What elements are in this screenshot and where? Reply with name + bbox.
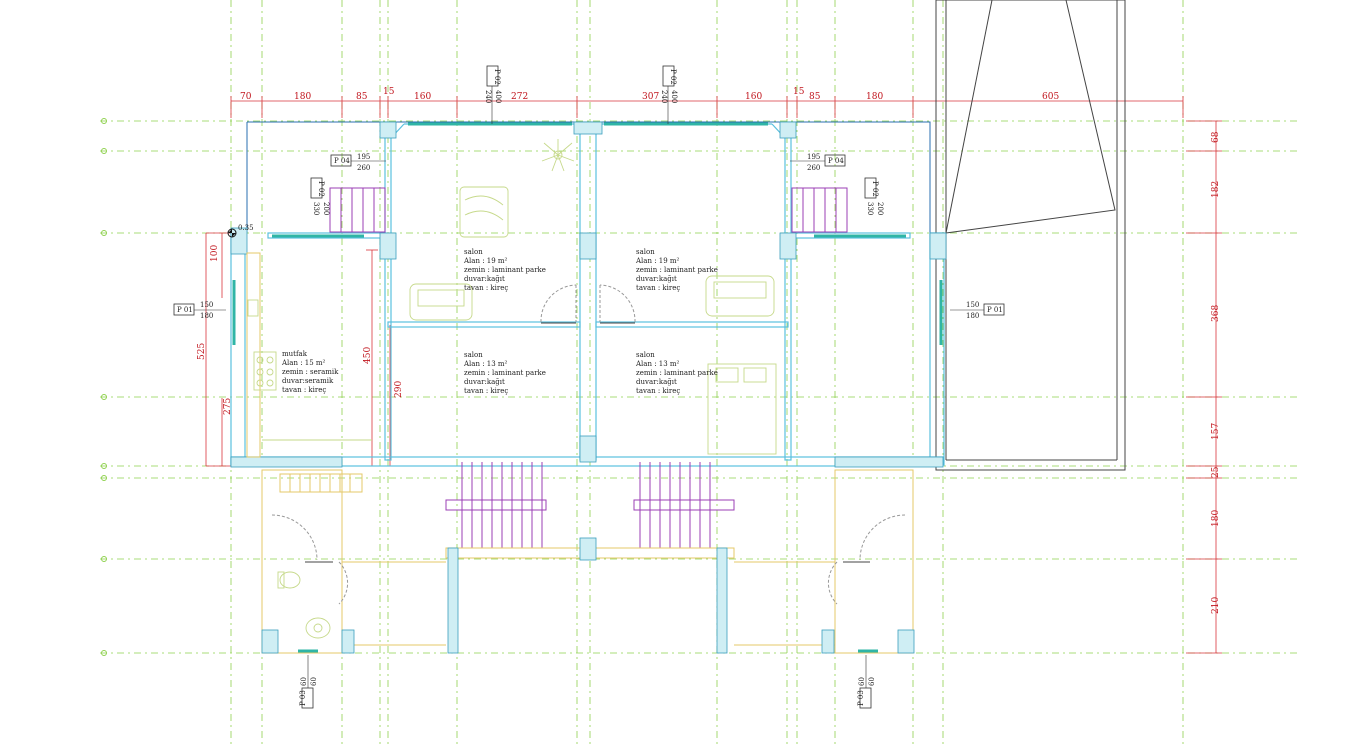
frac-195-left: 195 <box>357 153 370 161</box>
frac-240-left: 240 <box>484 90 492 103</box>
tag-p02-right: P 02 <box>669 69 677 85</box>
frac-w-left: 150 <box>200 301 213 309</box>
tag-p01-left: P 01 <box>177 306 193 314</box>
dim-top-3: 15 <box>383 87 395 97</box>
tag-p01-right: P 01 <box>987 306 1003 314</box>
dim-top-6: 307 <box>642 92 659 102</box>
dim-right-6: 210 <box>1211 597 1221 614</box>
opening-tags: P 01 150 180 P 01 150 180 P 04 195 260 P… <box>173 65 1005 709</box>
kitchen-label: mutfak Alan : 15 m² zemin : seramik duva… <box>281 350 341 394</box>
dim-top-10: 180 <box>866 92 883 102</box>
frac-60b-left: 60 <box>310 677 318 686</box>
frac-240-right: 240 <box>660 90 668 103</box>
left-dimension-lines: 100 525 450 275 290 <box>197 232 404 467</box>
frac-60a-left: 60 <box>300 677 308 686</box>
dim-top-0: 70 <box>240 92 252 102</box>
tag-p04-left: P 04 <box>334 157 350 165</box>
dim-left-0: 100 <box>210 245 220 262</box>
dim-right-5: 180 <box>1211 510 1221 527</box>
top-dimension-chain: 70 180 85 15 160 272 307 160 15 85 180 6… <box>230 87 1184 118</box>
level-value: 0.35 <box>238 224 254 232</box>
room-c-label: salon Alan : 13 m² zemin : laminant park… <box>463 351 548 395</box>
frac-400-left: 400 <box>494 90 502 103</box>
plant-icon <box>541 139 575 172</box>
tag-p02-stair-right: P 02 <box>871 181 879 197</box>
tag-p02-stair-left: P 02 <box>317 181 325 197</box>
frac-195-right: 195 <box>807 153 820 161</box>
furniture <box>409 139 777 455</box>
dim-left-4: 290 <box>394 381 404 398</box>
dim-left-3: 275 <box>223 398 233 415</box>
dim-top-9: 85 <box>809 92 821 102</box>
dim-right-1: 182 <box>1211 181 1221 198</box>
tag-p03-right: P 03 <box>857 690 865 706</box>
dim-right-4: 25 <box>1211 466 1221 478</box>
frac-400-right: 400 <box>670 90 678 103</box>
tag-p03-left: P 03 <box>299 690 307 706</box>
outer-walls <box>230 121 947 468</box>
dim-top-5: 272 <box>511 92 528 102</box>
dim-top-2: 85 <box>356 92 368 102</box>
roof-outline <box>935 0 1126 471</box>
room-d-label: salon Alan : 13 m² zemin : laminant park… <box>635 351 720 395</box>
room-labels: salon Alan : 19 m² zemin : laminant park… <box>281 248 720 395</box>
dim-top-8: 15 <box>793 87 805 97</box>
tag-p02-left: P 02 <box>493 69 501 85</box>
room-doors <box>540 284 636 324</box>
dim-left-2: 450 <box>363 347 373 364</box>
room-a-label: salon Alan : 19 m² zemin : laminant park… <box>463 248 548 292</box>
dim-top-11: 605 <box>1042 92 1059 102</box>
dim-top-1: 180 <box>294 92 311 102</box>
dim-right-2: 368 <box>1211 305 1221 322</box>
frac-60b-right: 60 <box>868 677 876 686</box>
lower-annex <box>261 469 915 654</box>
dim-top-7: 160 <box>745 92 762 102</box>
frac-60a-right: 60 <box>858 677 866 686</box>
frac-h-left: 180 <box>200 312 213 320</box>
kitchen-area <box>246 252 372 458</box>
right-dimension-chain: 68 182 368 157 25 180 210 <box>1186 120 1222 654</box>
frac-330-left: 330 <box>312 202 320 215</box>
frac-260-left: 260 <box>357 164 370 172</box>
frac-330-right: 330 <box>866 202 874 215</box>
dim-left-1: 525 <box>197 343 207 360</box>
level-marker-icon <box>227 228 237 238</box>
stairs <box>329 187 848 548</box>
dim-right-0: 68 <box>1211 131 1221 143</box>
frac-260-right: 260 <box>807 164 820 172</box>
frac-200-right: 200 <box>876 202 884 215</box>
tag-p04-right: P 04 <box>828 157 844 165</box>
frac-w-right: 150 <box>966 301 979 309</box>
frac-h-right: 180 <box>966 312 979 320</box>
dim-top-4: 160 <box>414 92 431 102</box>
room-b-label: salon Alan : 19 m² zemin : laminant park… <box>635 248 720 292</box>
dim-right-3: 157 <box>1211 423 1221 440</box>
frac-200-left: 200 <box>322 202 330 215</box>
